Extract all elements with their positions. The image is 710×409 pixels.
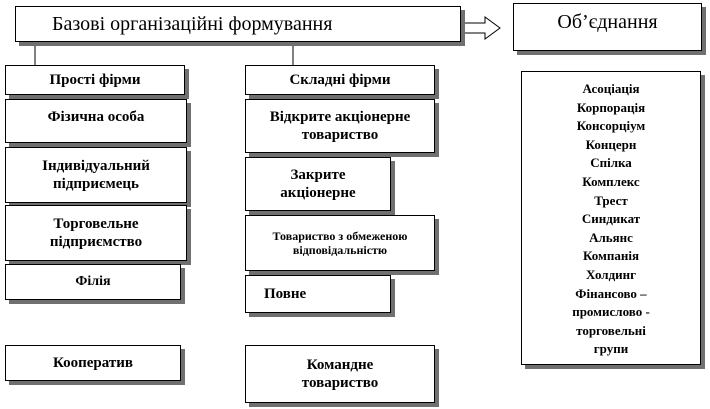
simple-firm-trade-enterprise: Торговельне підприємство <box>5 205 187 261</box>
complex-firm-llc: Товариство з обмеженою відповідальністю <box>245 215 435 271</box>
union-label: Об’єднання <box>557 11 658 33</box>
list-item: промислово - <box>572 304 650 320</box>
list-item: групи <box>593 341 629 357</box>
complex-firms-header: Складні фірми <box>245 65 435 95</box>
list-item: Комплекс <box>582 173 640 189</box>
cooperative-box: Кооператив <box>5 345 181 381</box>
arrow-right-icon <box>459 16 501 40</box>
base-formations-title: Базові організаційні формування <box>15 6 461 42</box>
union-title: Об’єднання <box>513 3 702 51</box>
simple-firms-header: Прості фірми <box>5 65 185 95</box>
simple-firm-individual: Фізична особа <box>5 99 187 143</box>
simple-firm-entrepreneur: Індивідуальний підприємець <box>5 147 187 203</box>
complex-firm-closed-jsc: Закрите акціонерне <box>245 157 391 211</box>
list-item: Трест <box>594 192 628 208</box>
list-item: Концерн <box>585 136 637 152</box>
list-item: торговельні <box>576 322 646 338</box>
union-types-list: Асоціація Корпорація Консорціум Концерн … <box>521 71 701 365</box>
simple-firm-branch: Філія <box>5 264 181 300</box>
list-item: Консорціум <box>576 118 646 134</box>
list-item: Синдикат <box>581 211 641 227</box>
complex-firm-open-jsc: Відкрите акціонерне товариство <box>245 99 435 153</box>
complex-firm-full: Повне <box>245 275 391 313</box>
list-item: Альянс <box>589 229 633 245</box>
list-item: Компанія <box>582 248 639 264</box>
list-item: Корпорація <box>576 99 646 115</box>
list-item: Асоціація <box>582 81 640 96</box>
base-formations-label: Базові організаційні формування <box>52 13 333 35</box>
command-partnership-box: Командне товариство <box>245 345 435 403</box>
list-item: Холдинг <box>585 266 637 282</box>
list-item: Спілка <box>590 155 632 171</box>
list-item: Фінансово – <box>575 285 647 301</box>
